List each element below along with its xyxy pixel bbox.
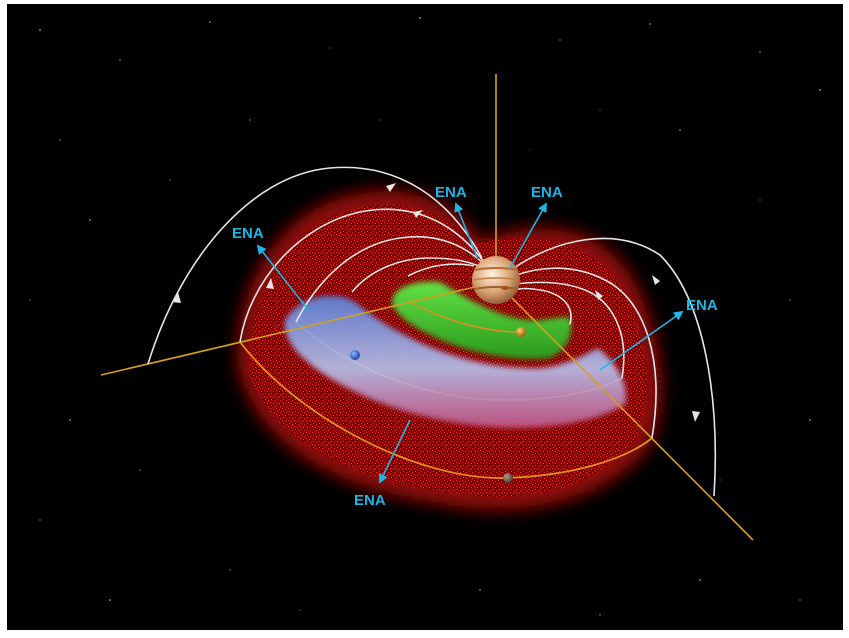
- magnetic-field-lines: [147, 166, 717, 497]
- inner-plasma-torus: [392, 281, 572, 360]
- jupiter-planet-icon: [472, 256, 520, 304]
- ena-arrow-bottom: [379, 419, 411, 484]
- y-axis: [495, 281, 754, 541]
- ena-arrow-top-center: [454, 202, 479, 261]
- io-moon-icon: [516, 327, 526, 337]
- x-axis: [100, 281, 497, 376]
- coordinate-axes: [100, 74, 754, 541]
- field-arrow-icon: [266, 278, 274, 289]
- ena-arrows: [256, 202, 684, 484]
- ganymede-moon-icon: [503, 473, 513, 483]
- ena-arrow-top-right: [509, 202, 547, 269]
- ena-label-bottom: ENA: [354, 492, 386, 509]
- field-arrow-icon: [692, 411, 700, 422]
- field-arrow-icon: [595, 290, 603, 300]
- field-arrow-icon: [386, 183, 396, 192]
- field-arrow-icon: [652, 275, 660, 285]
- ena-label-right: ENA: [686, 297, 718, 314]
- starfield: [29, 17, 821, 616]
- middle-plasma-torus: [284, 295, 627, 428]
- europa-moon-icon: [350, 350, 360, 360]
- ena-arrow-right: [599, 310, 684, 371]
- field-arrow-icon: [413, 210, 423, 218]
- ena-label-top-center: ENA: [435, 184, 467, 201]
- ena-label-top-right: ENA: [531, 184, 563, 201]
- ena-label-top-left: ENA: [232, 225, 264, 242]
- field-arrow-icon: [172, 292, 181, 303]
- ena-arrow-top-left: [256, 244, 311, 313]
- field-line-arrows: [172, 183, 700, 422]
